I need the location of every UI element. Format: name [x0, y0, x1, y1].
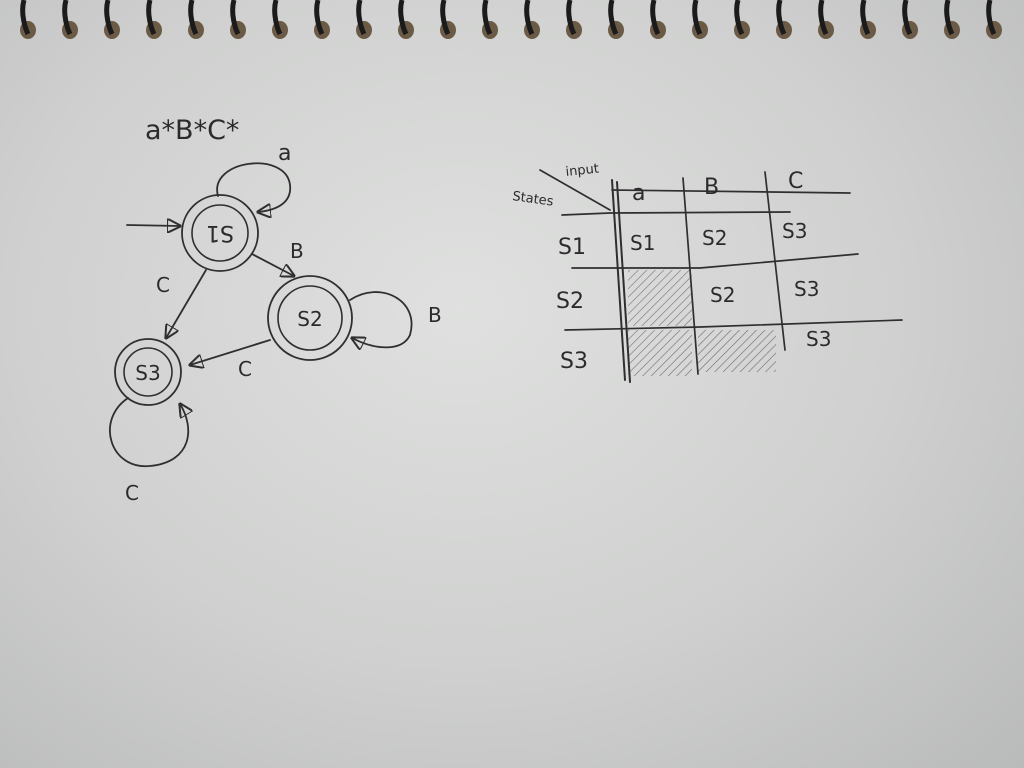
transition-s1-s2-label: B [290, 239, 304, 263]
binding-ring [524, 0, 535, 36]
corner-diagonal [539, 169, 611, 211]
header-line [611, 189, 851, 194]
binding-ring [818, 0, 829, 36]
binding-ring [944, 0, 955, 36]
state-diagram: a*B*C* S1 a B C S2 [109, 115, 442, 505]
column-header-c: C [788, 169, 803, 194]
binding-ring [734, 0, 745, 36]
state-s1: S1 [181, 194, 259, 272]
transition-s2-s2-label: B [428, 303, 442, 327]
column-header-a: a [632, 181, 645, 206]
transition-s2-s2 [350, 291, 413, 347]
binding-ring [902, 0, 913, 36]
spiral-binding [20, 0, 1002, 39]
binding-ring [188, 0, 199, 36]
blocked-cell-s2-a [628, 270, 692, 326]
row-line-2 [571, 253, 859, 269]
cell-s1-c: S3 [782, 219, 807, 243]
binding-ring [356, 0, 367, 36]
binding-ring [776, 0, 787, 36]
row-header-s1: S1 [558, 235, 586, 260]
column-header-b: B [704, 175, 719, 200]
cell-s3-c: S3 [806, 327, 831, 351]
binding-ring [440, 0, 451, 36]
binding-ring [692, 0, 703, 36]
state-s1-label: S1 [206, 220, 234, 245]
state-s2-label: S2 [297, 307, 322, 331]
blocked-cell-s3-a [628, 330, 692, 376]
binding-ring [230, 0, 241, 36]
transition-s1-s3-label: C [156, 273, 170, 297]
binding-ring [314, 0, 325, 36]
column-line-3 [764, 171, 786, 351]
binding-ring [62, 0, 73, 36]
transition-s2-s3-label: C [238, 357, 252, 381]
binding-ring [608, 0, 619, 36]
binding-ring [104, 0, 115, 36]
binding-ring [860, 0, 871, 36]
column-line-header [611, 179, 631, 383]
transition-s2-s3 [190, 339, 271, 365]
transition-s3-s3-label: C [125, 481, 139, 505]
transition-s1-s1-label: a [278, 141, 291, 166]
column-line-2 [682, 177, 699, 375]
state-s3-label: S3 [135, 361, 160, 385]
binding-ring [20, 0, 31, 36]
binding-ring [650, 0, 661, 36]
start-arrow [126, 225, 180, 226]
cell-s1-b: S2 [702, 226, 727, 250]
cell-s2-b: S2 [710, 283, 735, 307]
transition-s1-s3 [166, 269, 207, 338]
cell-s2-c: S3 [794, 277, 819, 301]
binding-ring [272, 0, 283, 36]
transition-s3-s3 [109, 397, 188, 467]
state-s2: S2 [267, 275, 353, 361]
transition-s1-s1 [216, 162, 291, 212]
regex-label: a*B*C* [145, 115, 239, 146]
corner-input-label: input [565, 162, 600, 180]
row-line-3 [564, 319, 903, 331]
row-header-s2: S2 [556, 289, 584, 314]
row-line-1 [561, 211, 791, 216]
transition-s1-s2 [251, 253, 294, 276]
binding-ring [398, 0, 409, 36]
binding-ring [146, 0, 157, 36]
row-header-s3: S3 [560, 349, 588, 374]
binding-ring [566, 0, 577, 36]
binding-ring [482, 0, 493, 36]
transition-table: States input a B C S1 S2 S3 S1 S2 S3 S2 … [511, 162, 903, 383]
state-s3: S3 [114, 338, 182, 406]
blocked-cell-s3-b [698, 330, 776, 372]
binding-ring [986, 0, 997, 36]
corner-states-label: States [511, 189, 554, 210]
cell-s1-a: S1 [630, 231, 655, 255]
